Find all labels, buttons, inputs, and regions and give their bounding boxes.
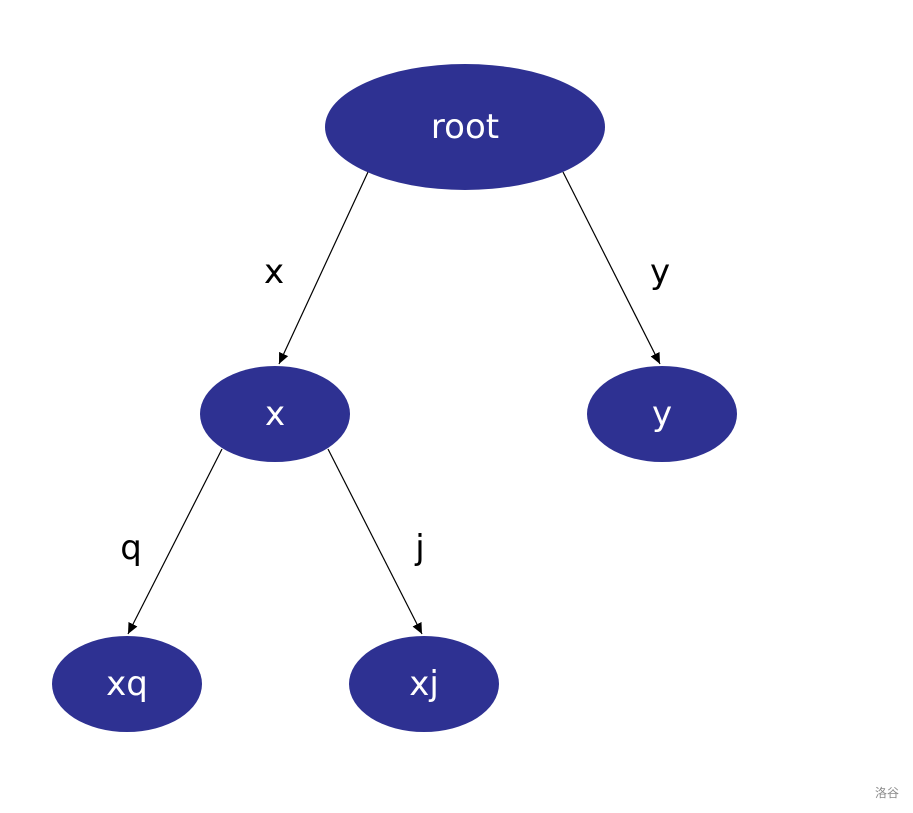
edge-root-y: y [562, 171, 670, 365]
node-x: x [200, 366, 350, 462]
edge-label-x: x [264, 252, 284, 292]
watermark-text: 洛谷 [874, 786, 899, 800]
edges: x y q j [120, 171, 670, 635]
edge-label-q: q [120, 528, 142, 568]
svg-text:xq: xq [106, 664, 148, 704]
edge-x-xq: q [120, 448, 223, 635]
edge-label-j: j [414, 528, 424, 568]
node-xj: xj [349, 636, 499, 732]
edge-label-y: y [650, 252, 670, 292]
nodes: root x y xq xj [52, 64, 737, 732]
node-xq: xq [52, 636, 202, 732]
svg-text:y: y [652, 394, 672, 434]
node-y: y [587, 366, 737, 462]
edge-x-xj: j [327, 448, 425, 635]
node-root: root [325, 64, 605, 190]
svg-text:xj: xj [409, 664, 439, 704]
svg-text:root: root [431, 107, 499, 147]
svg-text:x: x [265, 394, 285, 434]
edge-root-x: x [264, 171, 369, 365]
